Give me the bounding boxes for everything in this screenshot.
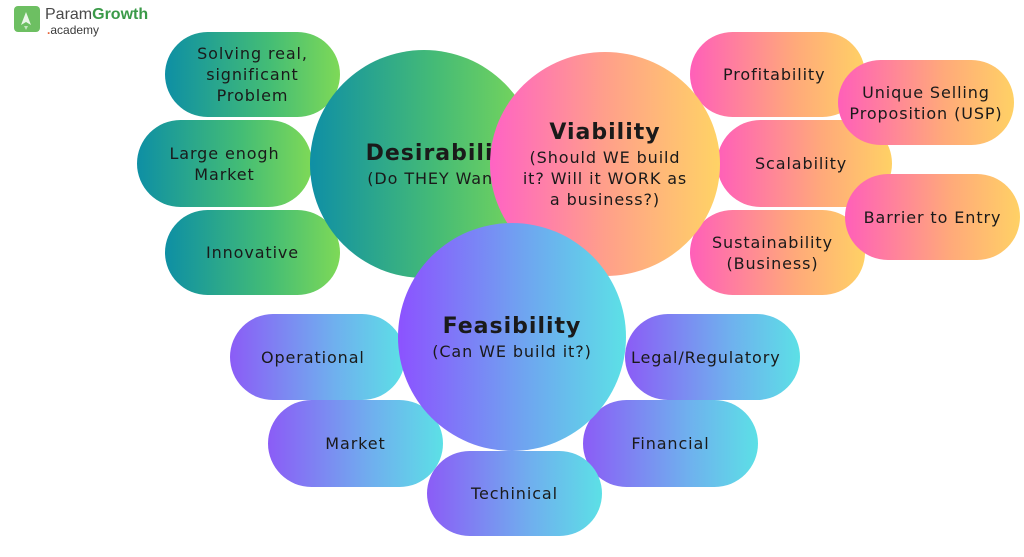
paramgrowth-logo: ParamGrowth .academy xyxy=(14,6,164,38)
viability-item-profitability: Profitability xyxy=(690,32,865,117)
feasibility-title: Feasibility xyxy=(442,314,582,339)
logo-name: ParamGrowth xyxy=(45,6,149,23)
desirability-item-market: Large enogh Market xyxy=(137,120,312,207)
viability-item-sustainability: Sustainability (Business) xyxy=(690,210,865,295)
viability-title: Viability xyxy=(549,119,661,145)
desirability-item-innovative: Innovative xyxy=(165,210,340,295)
feasibility-item-operational: Operational xyxy=(230,314,405,400)
feasibility-subtitle: (Can WE build it?) xyxy=(432,342,592,361)
feasibility-item-legal: Legal/Regulatory xyxy=(625,314,800,400)
feasibility-circle: Feasibility (Can WE build it?) xyxy=(398,223,626,451)
rocket-icon xyxy=(14,6,40,32)
feasibility-item-technical: Techinical xyxy=(427,451,602,536)
viability-item-usp: Unique Selling Proposition (USP) xyxy=(838,60,1014,145)
viability-subtitle: (Should WE build it? Will it WORK as a b… xyxy=(522,147,688,209)
feasibility-item-market: Market xyxy=(268,400,443,487)
feasibility-item-financial: Financial xyxy=(583,400,758,487)
viability-item-barrier: Barrier to Entry xyxy=(845,174,1020,260)
desirability-subtitle: (Do THEY Want it xyxy=(367,168,519,188)
logo-subtitle: .academy xyxy=(47,23,100,37)
desirability-item-problem: Solving real, significant Problem xyxy=(165,32,340,117)
